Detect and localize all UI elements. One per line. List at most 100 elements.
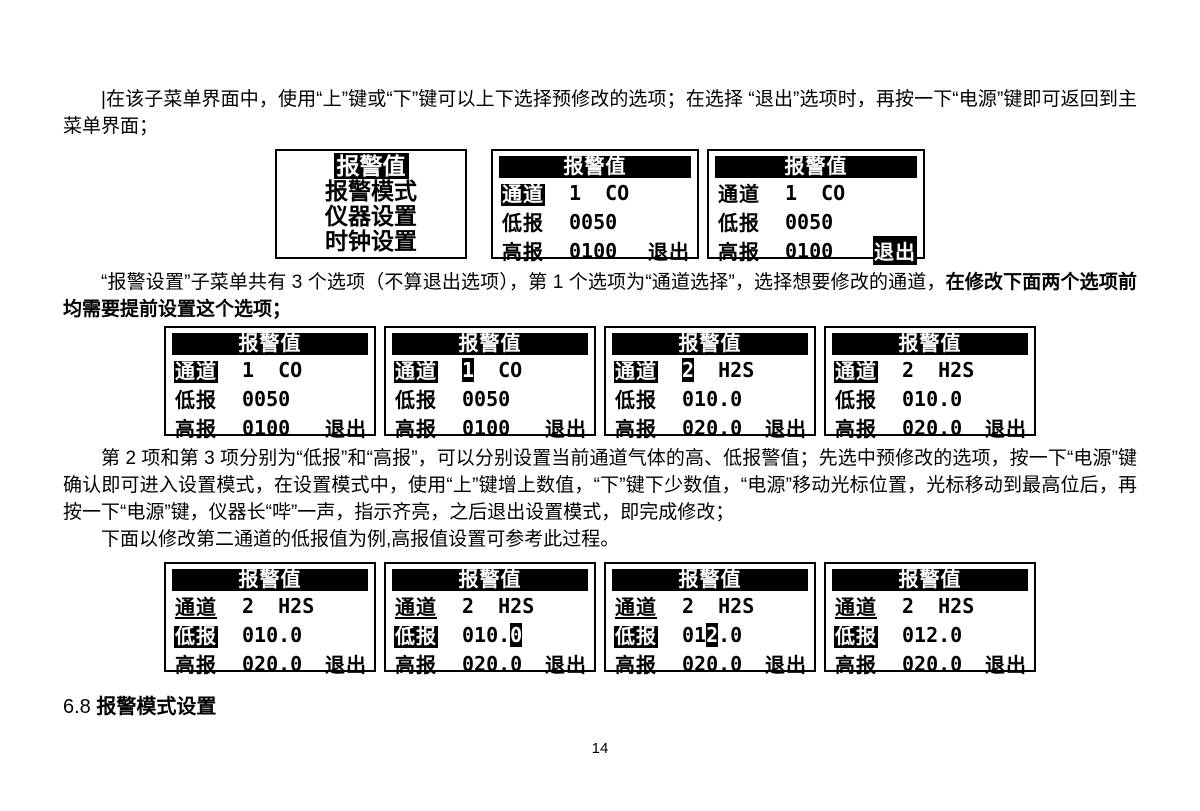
lcd-row-label: 高报: [834, 649, 896, 678]
lcd-row: 通道 2 H2S: [612, 355, 808, 384]
exit-label: 退出: [985, 419, 1027, 441]
lcd-value-segment: 0100: [785, 238, 834, 263]
lcd-value-segment: 020.0: [902, 651, 963, 676]
lcd-row-label: 低报: [717, 207, 779, 236]
lcd-row: 通道 1 CO: [715, 178, 917, 207]
lcd-row-value: 1 CO: [242, 358, 302, 382]
lcd-title-bar: 报警值: [392, 569, 588, 591]
exit-label: 退出: [325, 655, 367, 677]
lcd-row: 通道 1 CO: [499, 178, 691, 207]
lcd-row: 高报 0100 退出: [172, 413, 368, 442]
lcd-row-value: 1 CO: [785, 181, 845, 205]
lcd-row-label: 通道: [834, 355, 896, 384]
exit-label: 退出: [325, 419, 367, 441]
paragraph-alarm-settings: “报警设置”子菜单共有 3 个选项（不算退出选项），第 1 个选项为“通道选择”…: [63, 269, 1137, 323]
lcd-row-label: 高报: [174, 649, 236, 678]
lcd-row-label: 低报: [394, 620, 456, 649]
lcd-row-value: 012.0: [902, 623, 962, 647]
lcd-row-value: 020.0: [682, 416, 742, 440]
lcd-row-value: 0100: [785, 239, 833, 263]
lcd-row-label-text: 通道: [614, 361, 658, 383]
paragraph-low-high-alarm: 第 2 项和第 3 项分别为“低报”和“高报”，可以分别设置当前通道气体的高、低…: [63, 448, 1137, 523]
lcd-row-label: 高报: [394, 413, 456, 442]
lcd-row-label: 高报: [501, 236, 563, 265]
lcd-value-segment: H2S: [694, 357, 755, 382]
lcd-value-segment: 020.0: [682, 415, 743, 440]
lcd-row-label-text: 低报: [834, 626, 878, 648]
lcd-row-label: 通道: [174, 591, 236, 620]
paragraph-submenu-intro: |在该子菜单界面中，使用“上”键或“下”键可以上下选择预修改的选项；在选择 “退…: [63, 89, 1137, 137]
menu-item: 报警值: [281, 153, 461, 179]
lcd-row-label-text: 通道: [501, 184, 545, 206]
lcd-row-label: 通道: [501, 178, 563, 207]
lcd-value-segment: 2 H2S: [682, 593, 755, 618]
lcd-row-label: 高报: [394, 649, 456, 678]
lcd-row-label-text: 高报: [615, 655, 657, 677]
lcd-row: 低报 010.0: [832, 384, 1028, 413]
lcd-row-label-text: 高报: [615, 419, 657, 441]
lcd-row-value: 0050: [785, 210, 833, 234]
lcd-row-label-text: 通道: [718, 184, 760, 206]
lcd-row-label: 通道: [394, 355, 456, 384]
lcd-cursor-digit: 2: [706, 622, 719, 647]
lcd-value-segment: 010.0: [682, 386, 743, 411]
menu-item: 时钟设置: [281, 229, 461, 254]
lcd-value-segment: CO: [474, 357, 523, 382]
lcd-value-segment: 2 H2S: [902, 357, 975, 382]
lcd-value-segment: 01: [682, 622, 707, 647]
lcd-row-label: 低报: [394, 384, 456, 413]
lcd-row-value: 020.0: [462, 652, 522, 676]
lcd-row-label: 通道: [174, 355, 236, 384]
lcd-row-label-text: 高报: [395, 655, 437, 677]
lcd-row-value: 020.0: [242, 652, 302, 676]
lcd-title-bar: 报警值: [832, 569, 1028, 591]
lcd-row-value: 2 H2S: [682, 357, 755, 382]
menu-item: 报警模式: [281, 179, 461, 204]
lcd-row: 高报 020.0 退出: [612, 413, 808, 442]
lcd-cursor-digit: 2: [682, 357, 695, 382]
exit-label: 退出: [765, 419, 807, 441]
lcd-value-segment: 0050: [569, 209, 618, 234]
lcd-row-label-text: 低报: [835, 390, 877, 412]
lcd-row-label-text: 低报: [614, 626, 658, 648]
lcd-row-label: 通道: [394, 591, 456, 620]
lcd-row-label-text: 高报: [175, 419, 217, 441]
exit-label: 退出: [545, 655, 587, 677]
lcd-row-label-text: 低报: [174, 626, 218, 648]
lcd-title-bar: 报警值: [499, 156, 691, 178]
lcd-row-value: 020.0: [902, 652, 962, 676]
lcd-value-segment: 010.0: [902, 386, 963, 411]
lcd-row-value: 012.0: [682, 622, 742, 647]
lcd-value-segment: 0050: [785, 209, 834, 234]
menu-item-selected-text: 报警值: [333, 153, 409, 179]
lcd-row-label: 通道: [834, 591, 896, 620]
page-content: |在该子菜单界面中，使用“上”键或“下”键可以上下选择预修改的选项；在选择 “退…: [63, 89, 1137, 718]
lcd-row: 低报 012.0: [612, 620, 808, 649]
lcd-row-value: 0050: [569, 210, 617, 234]
lcd-value-segment: 0100: [242, 415, 291, 440]
lcd-row-value: 010.0: [462, 622, 523, 647]
lcd-title-bar: 报警值: [172, 569, 368, 591]
lcd-value-segment: 020.0: [902, 415, 963, 440]
lcd-row-label: 低报: [614, 620, 676, 649]
lcd-value-segment: 1 CO: [569, 180, 630, 205]
lcd-row-label: 高报: [614, 413, 676, 442]
lcd-row-label-text: 通道: [394, 361, 438, 383]
lcd-row-value: 2 H2S: [462, 594, 534, 618]
lcd-row-label: 高报: [834, 413, 896, 442]
lcd-row-label: 高报: [174, 413, 236, 442]
